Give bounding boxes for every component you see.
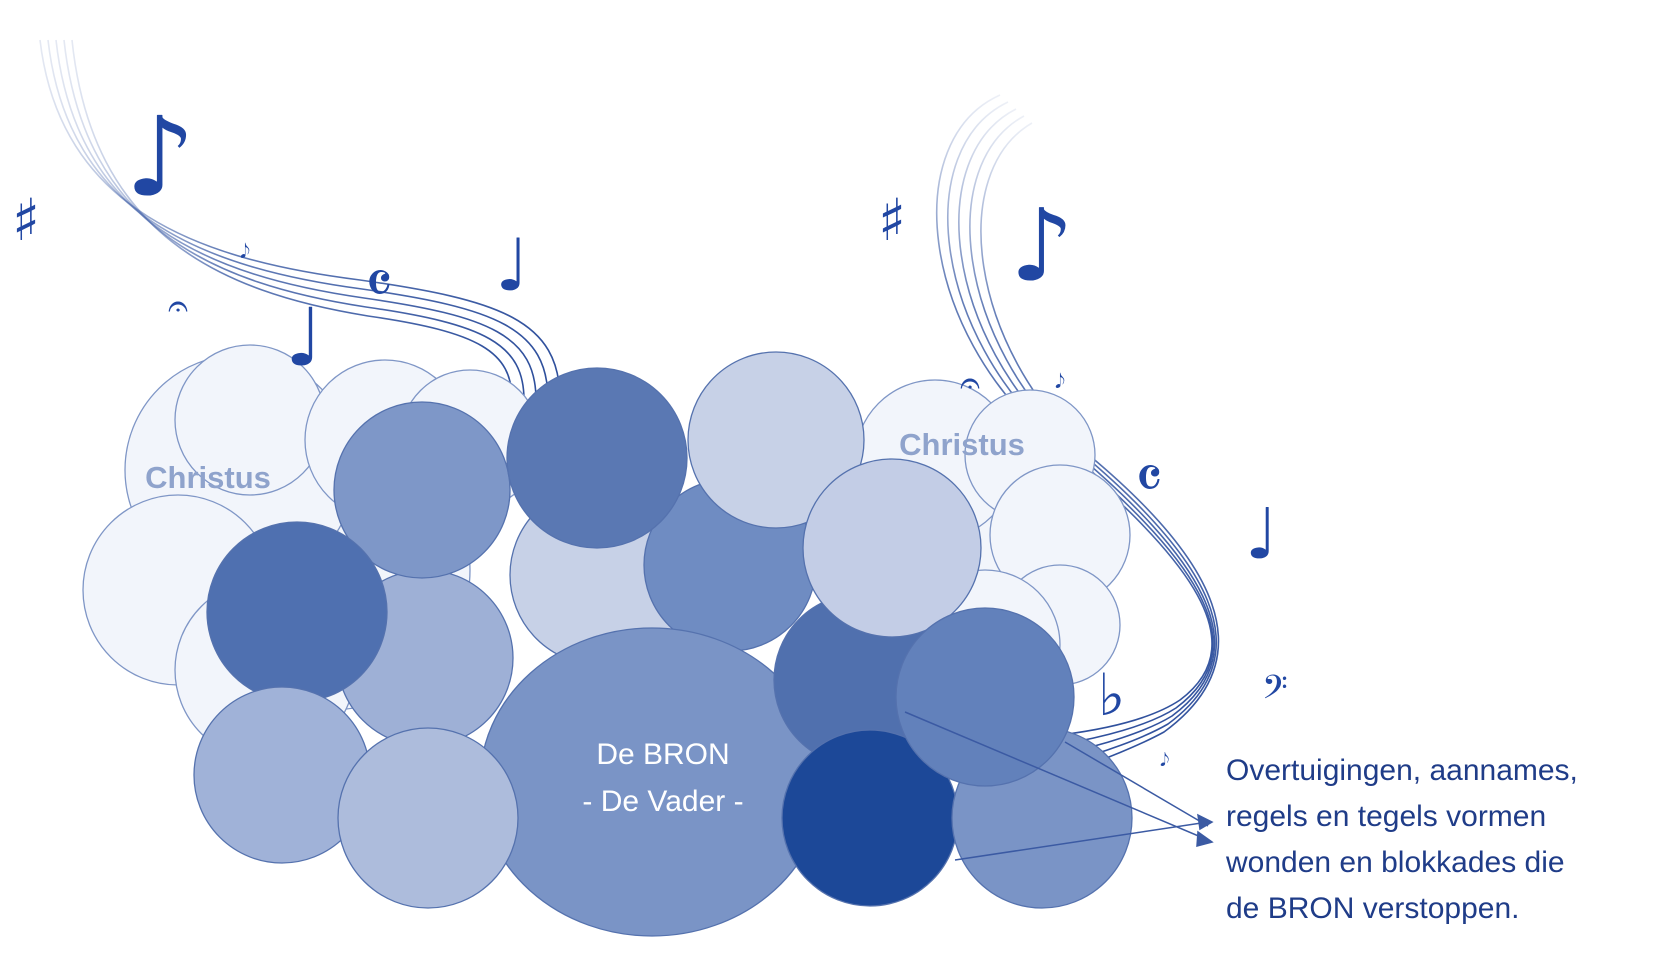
half-note-icon: ♩ (285, 291, 323, 384)
sharp-icon: ♯ (878, 186, 906, 254)
pointer-arrows (904, 711, 1214, 861)
blockade-bubbles (193, 351, 1133, 937)
mordent-icon: 𝆕 (1160, 740, 1169, 773)
caption-line: Overtuigingen, aannames, (1226, 754, 1578, 787)
bass-clef-icon: 𝄢 (1262, 669, 1288, 715)
left-cloud-label: Christus (145, 460, 271, 495)
mordent-icon: 𝆕 (1055, 361, 1065, 396)
bubble (802, 458, 982, 638)
eighth-note-icon: ♪ (125, 93, 195, 221)
caption-line: de BRON verstoppen. (1226, 892, 1520, 925)
center-bubble-de-bron (479, 627, 825, 937)
right-music-staff (936, 94, 1220, 772)
quarter-note-icon: ♩ (1245, 493, 1278, 575)
mordent-icon: 𝆕 (240, 231, 250, 266)
music-symbols: ♯ ♪ 𝆕 𝄐 ♩ 𝄴 ♩ ♯ ♪ 𝄐 𝆕 𝄴 ♩ ♭ 𝄢 𝆕 (12, 93, 1288, 773)
caption-line: regels en tegels vormen (1226, 800, 1547, 833)
center-label-line1: De BRON (596, 738, 729, 771)
bubble (333, 401, 511, 579)
caption: Overtuigingen, aannames, regels en tegel… (1226, 748, 1651, 932)
bubble (506, 367, 688, 549)
bubble (895, 607, 1075, 787)
common-time-icon: 𝄴 (1135, 442, 1163, 515)
sharp-icon: ♯ (12, 186, 40, 254)
caption-line: wonden en blokkades die (1226, 846, 1565, 879)
common-time-icon: 𝄴 (365, 247, 393, 320)
center-label-line2: - De Vader - (582, 785, 743, 818)
bubble (337, 727, 519, 909)
left-music-staff (39, 39, 561, 401)
bubble (687, 351, 865, 529)
quarter-note-icon: ♩ (495, 223, 529, 307)
bubble (206, 521, 388, 703)
eighth-note-icon: ♪ (1010, 187, 1074, 304)
right-cloud-label: Christus (899, 427, 1025, 462)
flat-icon: ♭ (1098, 661, 1125, 729)
fermata-icon: 𝄐 (960, 363, 980, 404)
fermata-icon: 𝄐 (168, 286, 188, 327)
